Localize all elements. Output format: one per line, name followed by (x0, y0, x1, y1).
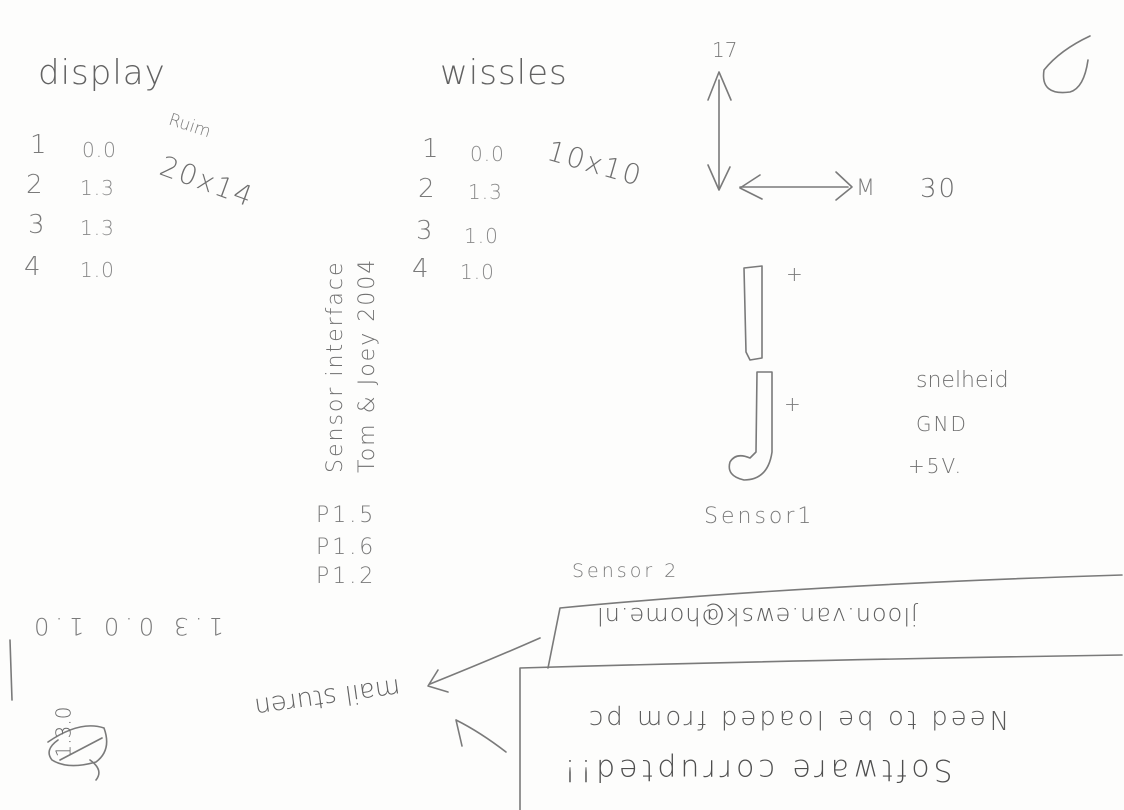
display-title: display (38, 53, 166, 93)
wissels-row-3-number: 3 (416, 216, 435, 246)
horizontal-axis-label: 30 (920, 174, 958, 204)
horizontal-arrow-right-head (835, 171, 853, 201)
sensor-plus-upper: + (786, 262, 803, 286)
sensor-1-label: Sensor1 (704, 504, 815, 529)
vertical-arrow-top-head (707, 71, 732, 101)
wissels-row-4-number: 4 (412, 254, 431, 284)
pin-2: P1.6 (316, 535, 377, 560)
note-line-software-corrupted: Software corrupted!! (560, 752, 953, 787)
mail-arrow (429, 637, 541, 685)
email-box-outline (547, 574, 1123, 669)
display-row-4-number: 4 (24, 252, 43, 282)
sensor-j-lower (728, 371, 773, 481)
note-box-outline (519, 654, 1123, 810)
wissels-title: wissles (440, 53, 568, 93)
wissels-row-2-number: 2 (418, 174, 437, 204)
display-row-1-number: 1 (30, 130, 49, 160)
email-address: jloon.van.ewsk@home.nl (596, 602, 918, 630)
horizontal-axis-prefix: M (856, 176, 875, 201)
display-row-3-number: 3 (28, 210, 47, 240)
wissels-row-3-value: 1.0 (464, 224, 499, 248)
scribble-strokes (47, 725, 108, 781)
note-line-need-to-be-loaded: Need to be loaded from pc (586, 704, 1009, 734)
corner-curl (1042, 35, 1091, 94)
credit-line-2: Tom & Joey 2004 (355, 257, 380, 473)
sensor-plus-lower: + (784, 392, 801, 416)
hook-arrow (455, 719, 507, 753)
pinout-5v: +5V. (908, 454, 963, 478)
sensor-bar-upper (743, 265, 763, 361)
sensor-2-label: Sensor 2 (572, 560, 680, 582)
wissels-row-4-value: 1.0 (460, 260, 495, 284)
display-row-2-value: 1.3 (80, 176, 115, 200)
pinout-snelheid: snelheid (916, 368, 1009, 393)
pinout-gnd: GND (916, 412, 968, 436)
horizontal-arrow-left-head (739, 174, 763, 200)
wissels-row-1-number: 1 (422, 134, 441, 164)
vertical-axis-label: 17 (712, 38, 738, 62)
vertical-arrow-bottom-head (707, 164, 731, 191)
display-row-4-value: 1.0 (80, 258, 115, 282)
credit-line-1: Sensor interface (323, 260, 348, 473)
display-row-3-value: 1.3 (80, 216, 115, 240)
wissels-row-2-value: 1.3 (468, 180, 503, 204)
wissels-row-1-value: 0.0 (470, 142, 505, 166)
display-row-1-value: 0.0 (82, 138, 117, 162)
pin-1: P1.5 (316, 503, 377, 528)
mail-arrow-head (427, 669, 449, 693)
margin-digits: 1.3 0.0 1.0 (28, 612, 224, 640)
margin-tick (9, 639, 13, 701)
display-row-2-number: 2 (26, 170, 45, 200)
scribble-digits: 1.3.0 (51, 706, 76, 758)
pin-3: P1.2 (316, 564, 377, 589)
